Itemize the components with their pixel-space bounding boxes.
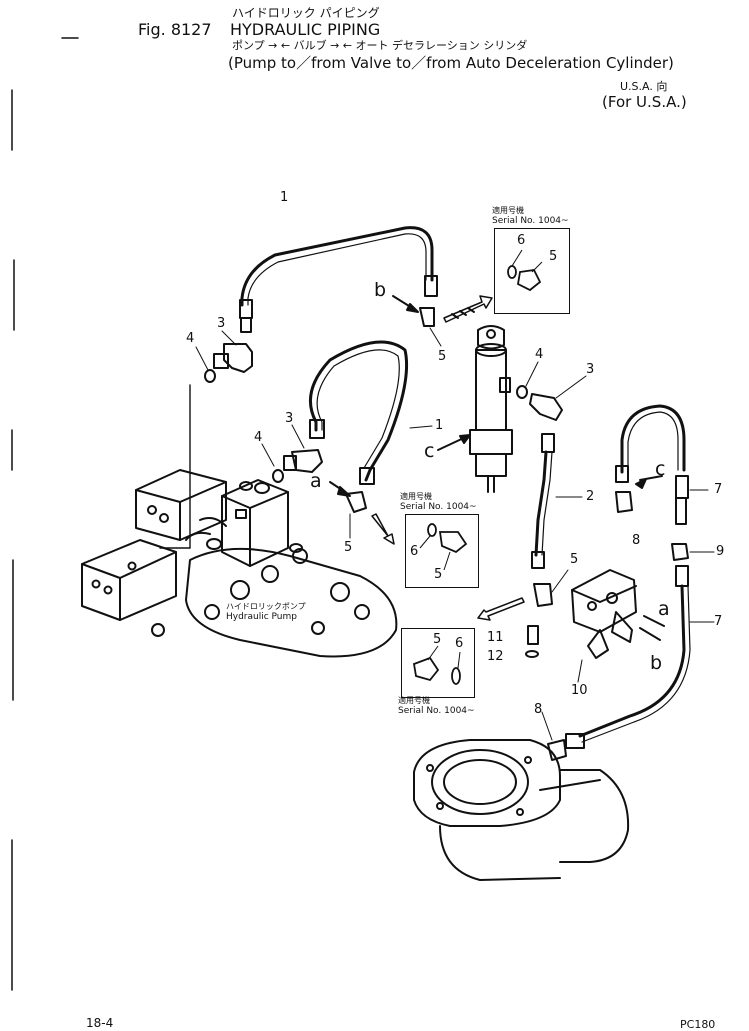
- callout-7-upper: 7: [714, 482, 723, 497]
- connection-letter-a-left: a: [310, 470, 322, 492]
- callout-4-right: 4: [535, 347, 544, 362]
- serial-top-part-6: 6: [517, 233, 526, 248]
- serial-label-middle: 適用号機 Serial No. 1004~: [400, 492, 477, 512]
- hydraulic-pump-label: ハイドロリックポンプ Hydraulic Pump: [225, 602, 307, 623]
- serial-middle-part-5: 5: [434, 567, 443, 582]
- connection-letter-b-top: b: [374, 279, 387, 301]
- subtitle-english: (Pump to／from Valve to／from Auto Deceler…: [228, 54, 674, 72]
- title-english: HYDRAULIC PIPING: [230, 20, 381, 39]
- callout-8-upper: 8: [632, 533, 641, 548]
- subtitle-japanese: ポンプ → ← バルブ → ← オート デセラレーション シリンダ: [232, 39, 528, 52]
- model-code: PC180: [680, 1018, 716, 1031]
- callout-5-top: 5: [438, 349, 447, 364]
- callout-7-lower: 7: [714, 614, 723, 629]
- connection-letter-a-right: a: [658, 598, 670, 620]
- connection-letter-c-right: c: [655, 458, 666, 480]
- region-japanese: U.S.A. 向: [620, 80, 668, 93]
- serial-box-top: [494, 228, 570, 314]
- title-japanese: ハイドロリック パイピング: [232, 6, 380, 20]
- serial-label-bottom: 適用号機 Serial No. 1004~: [398, 696, 475, 716]
- page-number: 18-4: [86, 1016, 114, 1030]
- callout-4-middle: 4: [254, 430, 263, 445]
- callout-1-top: 1: [280, 190, 289, 205]
- region-english: (For U.S.A.): [602, 93, 687, 111]
- callout-5-left: 5: [344, 540, 353, 555]
- callout-1-loop: 1: [435, 418, 444, 433]
- callout-8-lower: 8: [534, 702, 543, 717]
- connection-letter-c-cylinder: c: [424, 440, 435, 462]
- serial-middle-part-6: 6: [410, 544, 419, 559]
- callout-3-middle: 3: [285, 411, 294, 426]
- callout-2: 2: [586, 489, 595, 504]
- serial-box-bottom: [401, 628, 475, 698]
- callout-11: 11: [487, 630, 504, 645]
- connection-letter-b-bottom: b: [650, 652, 663, 674]
- serial-box-middle: [405, 514, 479, 588]
- serial-top-part-5: 5: [549, 249, 558, 264]
- callout-5-center: 5: [570, 552, 579, 567]
- callout-3-top-left: 3: [217, 316, 226, 331]
- serial-label-top: 適用号機 Serial No. 1004~: [492, 206, 569, 226]
- figure-number: Fig. 8127: [138, 20, 212, 39]
- callout-9: 9: [716, 544, 725, 559]
- callout-12: 12: [487, 649, 504, 664]
- callout-3-right: 3: [586, 362, 595, 377]
- serial-bottom-part-6: 6: [455, 636, 464, 651]
- callout-10: 10: [571, 683, 588, 698]
- serial-bottom-part-5: 5: [433, 632, 442, 647]
- callout-4-top-left: 4: [186, 331, 195, 346]
